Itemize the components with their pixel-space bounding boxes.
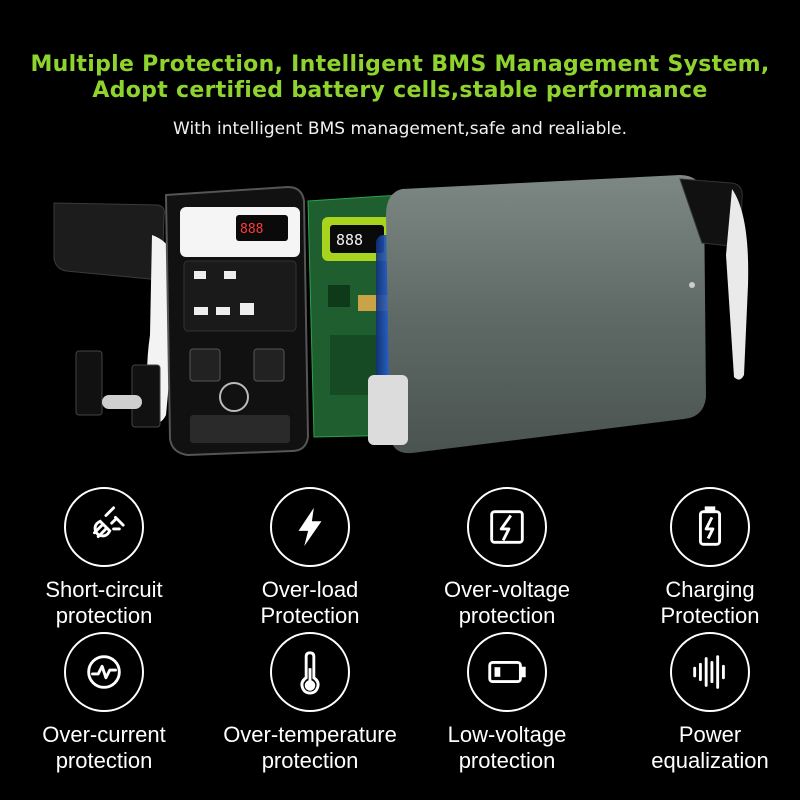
voltage-icon <box>467 487 547 567</box>
thermometer-icon <box>270 632 350 712</box>
lightning-icon <box>270 487 350 567</box>
loose-sockets <box>75 350 161 428</box>
current-wave-icon <box>64 632 144 712</box>
subtitle: With intelligent BMS management,safe and… <box>173 119 627 139</box>
battery-charging-icon <box>670 487 750 567</box>
headline-line2: Adopt certified battery cells,stable per… <box>92 78 708 103</box>
headline-line1: Multiple Protection, Intelligent BMS Man… <box>30 52 770 77</box>
right-end-cap <box>679 178 749 380</box>
sound-wave-icon <box>670 632 750 712</box>
board-display: 888 <box>336 231 363 249</box>
front-panel: 888 <box>164 185 310 457</box>
panel-display: 888 <box>240 222 263 237</box>
aluminum-shell <box>368 175 706 454</box>
power-station-exploded-view: 888 888 <box>53 175 749 457</box>
low-battery-icon <box>467 632 547 712</box>
plug-icon <box>64 487 144 567</box>
left-end-cap <box>53 202 165 280</box>
